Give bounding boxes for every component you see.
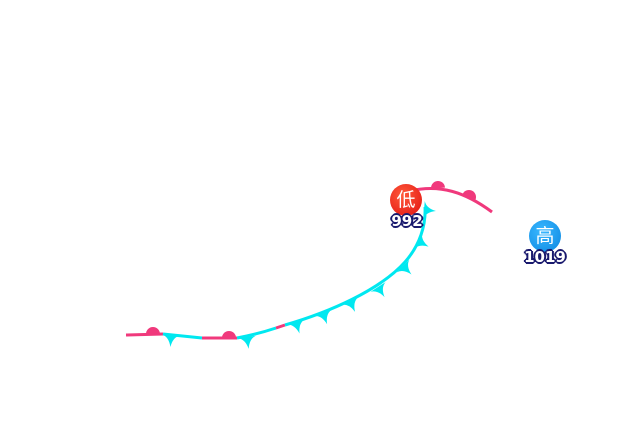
low-pressure-center: 低	[390, 184, 422, 216]
stationary-cold-segment	[236, 326, 277, 340]
warm-front-semicircle	[146, 327, 160, 335]
cold-front-triangle	[370, 282, 386, 298]
stationary-cold-segment	[162, 332, 203, 340]
high-pressure-value: 1019	[524, 248, 566, 266]
warm-front	[409, 181, 493, 214]
cold-front-triangle	[238, 335, 256, 349]
warm-front-semicircle	[222, 331, 236, 338]
high-pressure-center: 高	[529, 220, 561, 252]
stationary-warm-segment	[275, 323, 286, 330]
stationary-front	[125, 323, 286, 349]
cold-front-triangle	[413, 233, 429, 249]
warm-front-semicircle	[462, 190, 476, 200]
stationary-warm-segment	[125, 332, 164, 337]
warm-front-semicircle	[431, 181, 445, 189]
low-pressure-value: 992	[391, 212, 423, 230]
cold-front-triangle	[341, 297, 359, 312]
cold-front-triangle	[314, 309, 332, 325]
warm-front-line	[409, 187, 493, 214]
cold-front-triangle	[162, 334, 180, 347]
cold-front-line	[284, 206, 427, 327]
cold-front-triangle	[287, 319, 305, 334]
cold-front	[284, 201, 436, 334]
cold-front-triangle	[396, 259, 412, 275]
cold-front-triangle	[423, 201, 436, 219]
